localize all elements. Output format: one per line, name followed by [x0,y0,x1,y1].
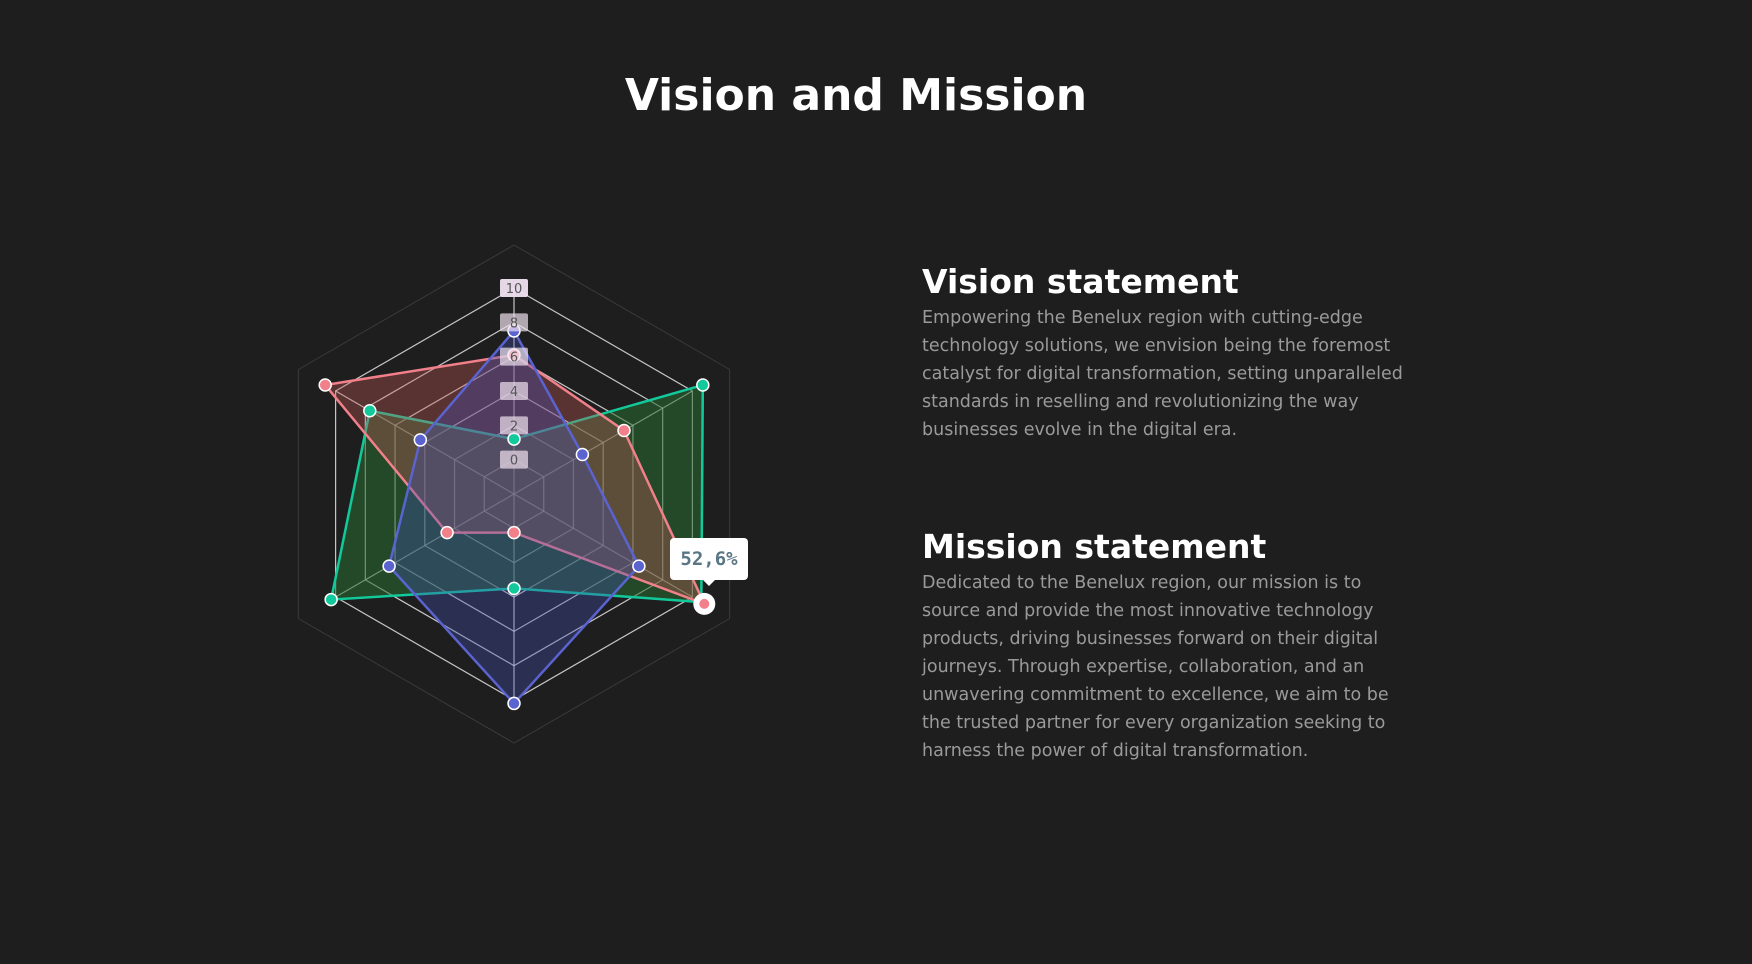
vision-text: Empowering the Benelux region with cutti… [922,308,1403,440]
tick-label: 6 [510,351,518,366]
series-blue-point [382,559,396,573]
tick-label: 4 [510,385,518,400]
tick-label-bg [500,347,528,366]
tick-label-bg [500,279,528,297]
series-green-point [696,378,710,392]
series-green-point [507,432,521,446]
series-pink-point [617,423,631,438]
series-pink-point [507,525,521,540]
vision-heading: Vision statement [922,262,1239,301]
hover-point [699,598,710,609]
series-blue-point [413,433,428,447]
tick-label: 0 [510,454,518,469]
tick-label: 8 [510,316,518,331]
tick-label-bg [500,416,528,435]
mission-section: Mission statement Dedicated to the Benel… [922,527,1422,765]
series-green-point [507,581,521,596]
series-green-point [363,403,377,418]
series-green-point [324,592,338,607]
tick-label-bg [500,450,528,469]
vision-section: Vision statement Empowering the Benelux … [922,262,1422,444]
series-pink-point [318,378,332,392]
mission-text: Dedicated to the Benelux region, our mis… [922,573,1389,761]
series-pink-point [440,525,454,540]
tick-label: 2 [510,419,518,434]
tick-label-bg [500,382,528,400]
series-blue-point [575,447,590,462]
tick-label: 10 [506,282,523,297]
radar-points [318,324,716,711]
mission-heading: Mission statement [922,527,1267,566]
series-blue-point [507,696,521,711]
outer-grid-ring [297,244,731,744]
page-title: Vision and Mission [624,70,1088,121]
tick-label-bg [500,313,528,332]
series-blue-point [632,559,646,573]
chart-tooltip: 52,6% [670,538,748,586]
radar-ticks: 0 2 4 6 8 10 [500,279,528,469]
